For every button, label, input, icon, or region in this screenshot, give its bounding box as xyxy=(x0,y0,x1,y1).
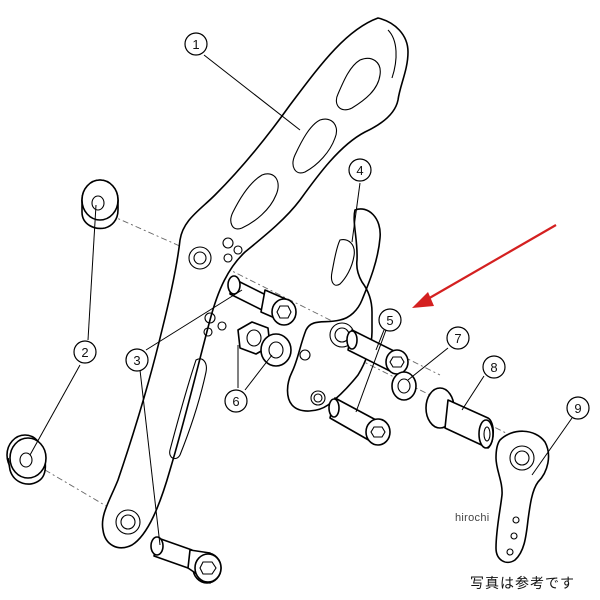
plate-cutout-mid xyxy=(292,118,338,174)
callout-5-label: 5 xyxy=(386,313,393,328)
callout-1-label: 1 xyxy=(192,37,199,52)
callout-7-label: 7 xyxy=(454,331,461,346)
callout-6: 6 xyxy=(224,389,248,413)
callout-3-label: 3 xyxy=(133,353,140,368)
callout-4: 4 xyxy=(348,158,372,182)
callout-7: 7 xyxy=(446,326,470,350)
callout-8: 8 xyxy=(482,355,506,379)
callout-2: 2 xyxy=(73,340,97,364)
callout-5: 5 xyxy=(378,308,402,332)
callout-1: 1 xyxy=(184,32,208,56)
callout-3: 3 xyxy=(125,348,149,372)
callout-8-label: 8 xyxy=(490,360,497,375)
callout-2-label: 2 xyxy=(81,345,88,360)
reference-photo-note: 写真は参考です xyxy=(470,576,575,592)
callout-6-label: 6 xyxy=(232,394,239,409)
plate-pivot-hole xyxy=(188,246,212,270)
callout-9-label: 9 xyxy=(574,401,581,416)
callout-9: 9 xyxy=(566,396,590,420)
plate-slot xyxy=(169,358,207,460)
part-2-spacer-collars xyxy=(6,179,119,485)
center-line-upper xyxy=(109,214,201,256)
plate-bottom-hole xyxy=(115,509,141,535)
center-line-pivot xyxy=(199,254,441,376)
watermark-text: hirochi xyxy=(455,512,490,524)
part-1-main-plate xyxy=(101,17,409,549)
callout-4-label: 4 xyxy=(356,163,363,178)
plate-cutout-top xyxy=(335,57,381,111)
plate-cutout-lower xyxy=(230,173,279,230)
part-4-pivot-bracket xyxy=(286,208,381,412)
part-9-pedal-lever xyxy=(495,430,550,564)
part-6-nut-washer xyxy=(237,321,292,367)
red-pointer-arrow xyxy=(412,224,557,308)
leader-lines xyxy=(29,54,573,546)
center-line-lower xyxy=(44,469,131,521)
part-8-bushing xyxy=(425,387,495,449)
part-5-bracket-bolts xyxy=(328,329,409,446)
center-lines xyxy=(44,214,521,521)
